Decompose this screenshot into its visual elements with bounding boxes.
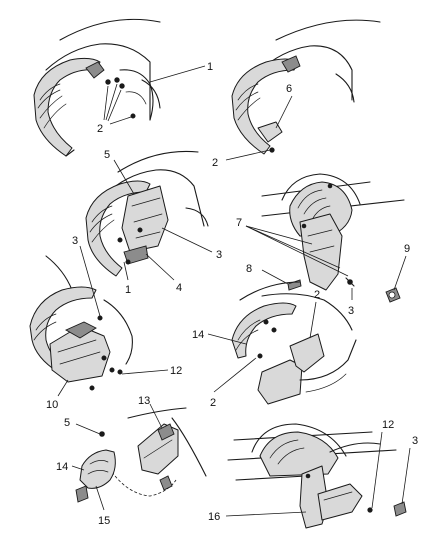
callout-10: 10 (46, 399, 58, 411)
panel-mid-left-fender (85, 150, 209, 277)
fasteners-panel4 (287, 277, 401, 303)
leader-2a-1 (103, 85, 109, 121)
leader-2b (225, 149, 271, 161)
callout-2a: 2 (97, 123, 103, 135)
callout-2b: 2 (212, 157, 218, 169)
panel-top-left-fender (33, 18, 161, 157)
leader-9 (393, 255, 407, 291)
leader-2d (213, 357, 257, 393)
leader-6 (275, 95, 293, 129)
callout-5a: 5 (104, 149, 110, 161)
callout-15: 15 (98, 515, 110, 527)
callout-3d: 3 (412, 435, 418, 447)
leader-14a (207, 333, 247, 345)
callout-14b: 14 (56, 461, 68, 473)
leader-15 (95, 485, 105, 511)
callout-3a: 3 (216, 249, 222, 261)
callout-12a: 12 (170, 365, 182, 377)
leader-13 (149, 403, 163, 429)
panel-mid-right-wheelhouse (261, 173, 405, 291)
leader-2a-3 (107, 89, 122, 122)
leader-7-1 (245, 225, 313, 245)
callout-13: 13 (138, 395, 150, 407)
panel-bottom-right-wheelhouse (227, 423, 407, 529)
screws-panel1 (105, 77, 136, 119)
callout-1a: 1 (207, 61, 213, 73)
leader-1a (149, 65, 206, 83)
leader-10 (57, 379, 69, 397)
callout-6: 6 (286, 83, 292, 95)
callout-3b: 3 (348, 305, 354, 317)
leader-8 (261, 269, 289, 285)
callout-5b: 5 (64, 417, 70, 429)
callout-14a: 14 (192, 329, 204, 341)
leader-3c (79, 245, 101, 317)
leader-2c (309, 301, 317, 339)
callout-2c: 2 (314, 289, 320, 301)
callout-9: 9 (404, 243, 410, 255)
callout-4: 4 (176, 282, 182, 294)
callout-1b: 1 (125, 284, 131, 296)
leader-2a-4 (109, 116, 132, 125)
callout-2d: 2 (210, 397, 216, 409)
leader-16 (225, 511, 307, 517)
leader-3d (401, 447, 411, 505)
leader-2a-2 (105, 83, 118, 121)
leader-4 (145, 253, 175, 281)
callout-3c: 3 (72, 235, 78, 247)
panel-lower-right-fender (231, 281, 357, 405)
leader-1b (123, 261, 129, 281)
panel-top-right-fender (231, 19, 381, 155)
panel-bottom-left-splash-guard (75, 407, 207, 503)
leader-7-3 (245, 225, 341, 269)
leader-3a (161, 227, 213, 253)
callout-16: 16 (208, 511, 220, 523)
leader-5a (113, 159, 135, 195)
leader-5b (75, 423, 101, 435)
callout-7: 7 (236, 217, 242, 229)
callout-12b: 12 (382, 419, 394, 431)
leader-12b (371, 431, 383, 509)
panel-lower-left-fender (29, 255, 133, 391)
leader-7-2 (245, 225, 349, 277)
callout-8: 8 (246, 263, 252, 275)
leader-12a (121, 369, 169, 375)
leader-14b (71, 465, 85, 471)
